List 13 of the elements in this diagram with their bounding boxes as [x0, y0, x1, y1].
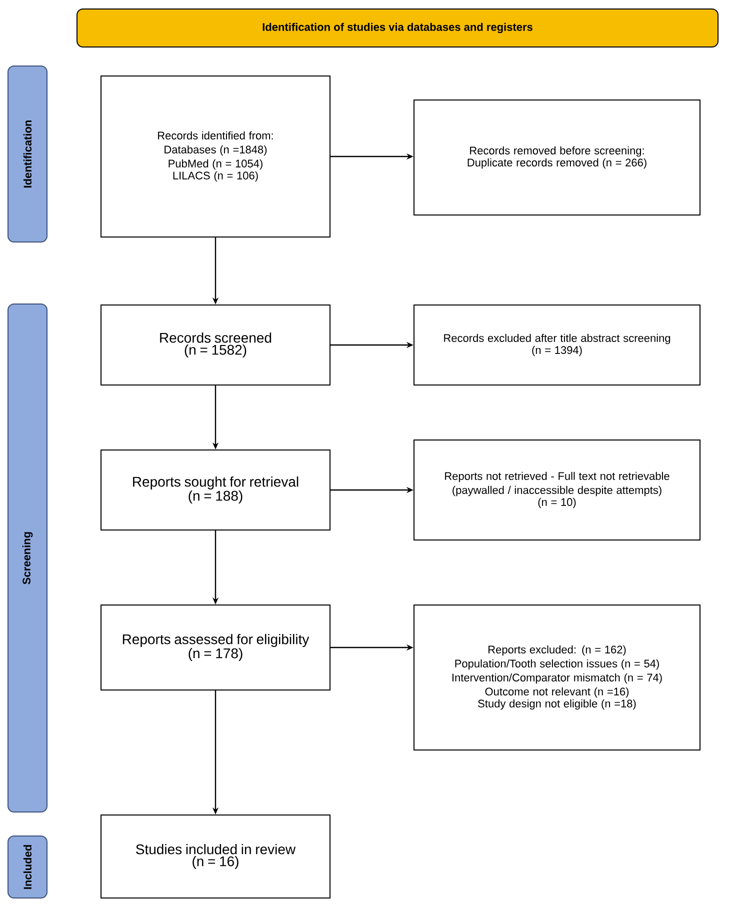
stage-band: Identification	[8, 66, 48, 242]
process-box: Records excluded after title abstract screening (n = 1394)	[414, 304, 700, 386]
process-box: Reports assessed for eligibility (n = 178)	[100, 604, 330, 690]
process-box: Records removed before screening: Duplicate records removed (n = 266)	[414, 100, 700, 216]
process-box: Records screened (n = 1582)	[100, 304, 330, 386]
stage-band: Screening	[8, 304, 48, 812]
stage-band: Included	[8, 836, 48, 898]
header-banner: Identification of studies via databases and registers	[76, 8, 718, 48]
process-box: Records identified from: Databases (n =1848) PubMed (n = 1054) LILACS (n = 106)	[100, 76, 330, 238]
process-box: Studies included in review (n = 16)	[100, 814, 330, 898]
process-box: Reports excluded: (n = 162) Population/Tooth selection issues (n = 54) Intervention/Comparator mismatch (n = 74) Outcome not relevant (n =16) Study design not eligible (n =18)	[414, 604, 700, 750]
process-box: Reports sought for retrieval (n = 188)	[100, 450, 330, 530]
process-box: Reports not retrieved - Full text not retrievable (paywalled / inaccessible despite attempts) (n = 10)	[414, 440, 700, 540]
